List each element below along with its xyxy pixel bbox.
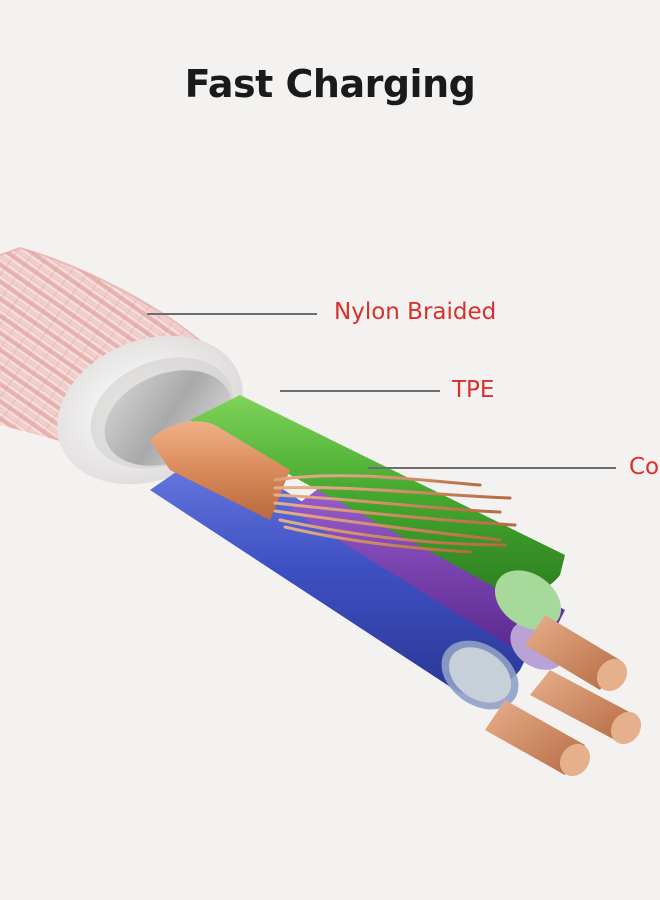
label-tpe: TPE <box>452 377 495 403</box>
page-title: Fast Charging <box>184 62 476 106</box>
label-nylon-braided: Nylon Braided <box>334 299 497 325</box>
copper-tips <box>485 615 642 777</box>
leader-line-copper <box>368 467 616 469</box>
label-copper: Co <box>629 454 660 480</box>
wire-orange <box>150 421 290 520</box>
copper-strands-frayed <box>273 474 517 554</box>
leader-line-nylon <box>147 313 317 315</box>
leader-line-tpe <box>280 390 440 392</box>
